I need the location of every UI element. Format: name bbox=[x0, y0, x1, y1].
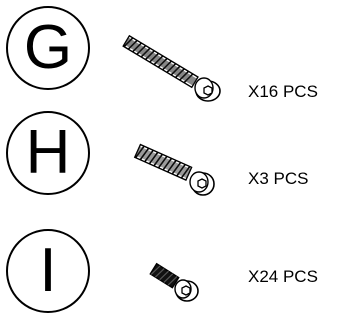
part-letter: G bbox=[23, 13, 73, 82]
quantity-label: X24 PCS bbox=[248, 267, 318, 286]
part-row-h: H X3 PCS bbox=[0, 106, 344, 206]
part-row-i: I X24 PCS bbox=[0, 220, 344, 320]
part-row-g: G X16 PCS bbox=[0, 0, 344, 102]
quantity-label: X16 PCS bbox=[248, 82, 318, 101]
long-hex-socket-screw-icon bbox=[122, 34, 221, 102]
short-hex-socket-screw-icon bbox=[149, 262, 199, 302]
part-letter-badge: H bbox=[6, 111, 90, 195]
part-letter-badge: I bbox=[6, 229, 90, 313]
quantity-label: X3 PCS bbox=[248, 169, 309, 188]
part-letter: H bbox=[25, 118, 71, 187]
medium-hex-socket-screw-icon bbox=[133, 143, 215, 196]
part-letter-badge: G bbox=[6, 6, 90, 90]
part-letter: I bbox=[39, 236, 57, 305]
